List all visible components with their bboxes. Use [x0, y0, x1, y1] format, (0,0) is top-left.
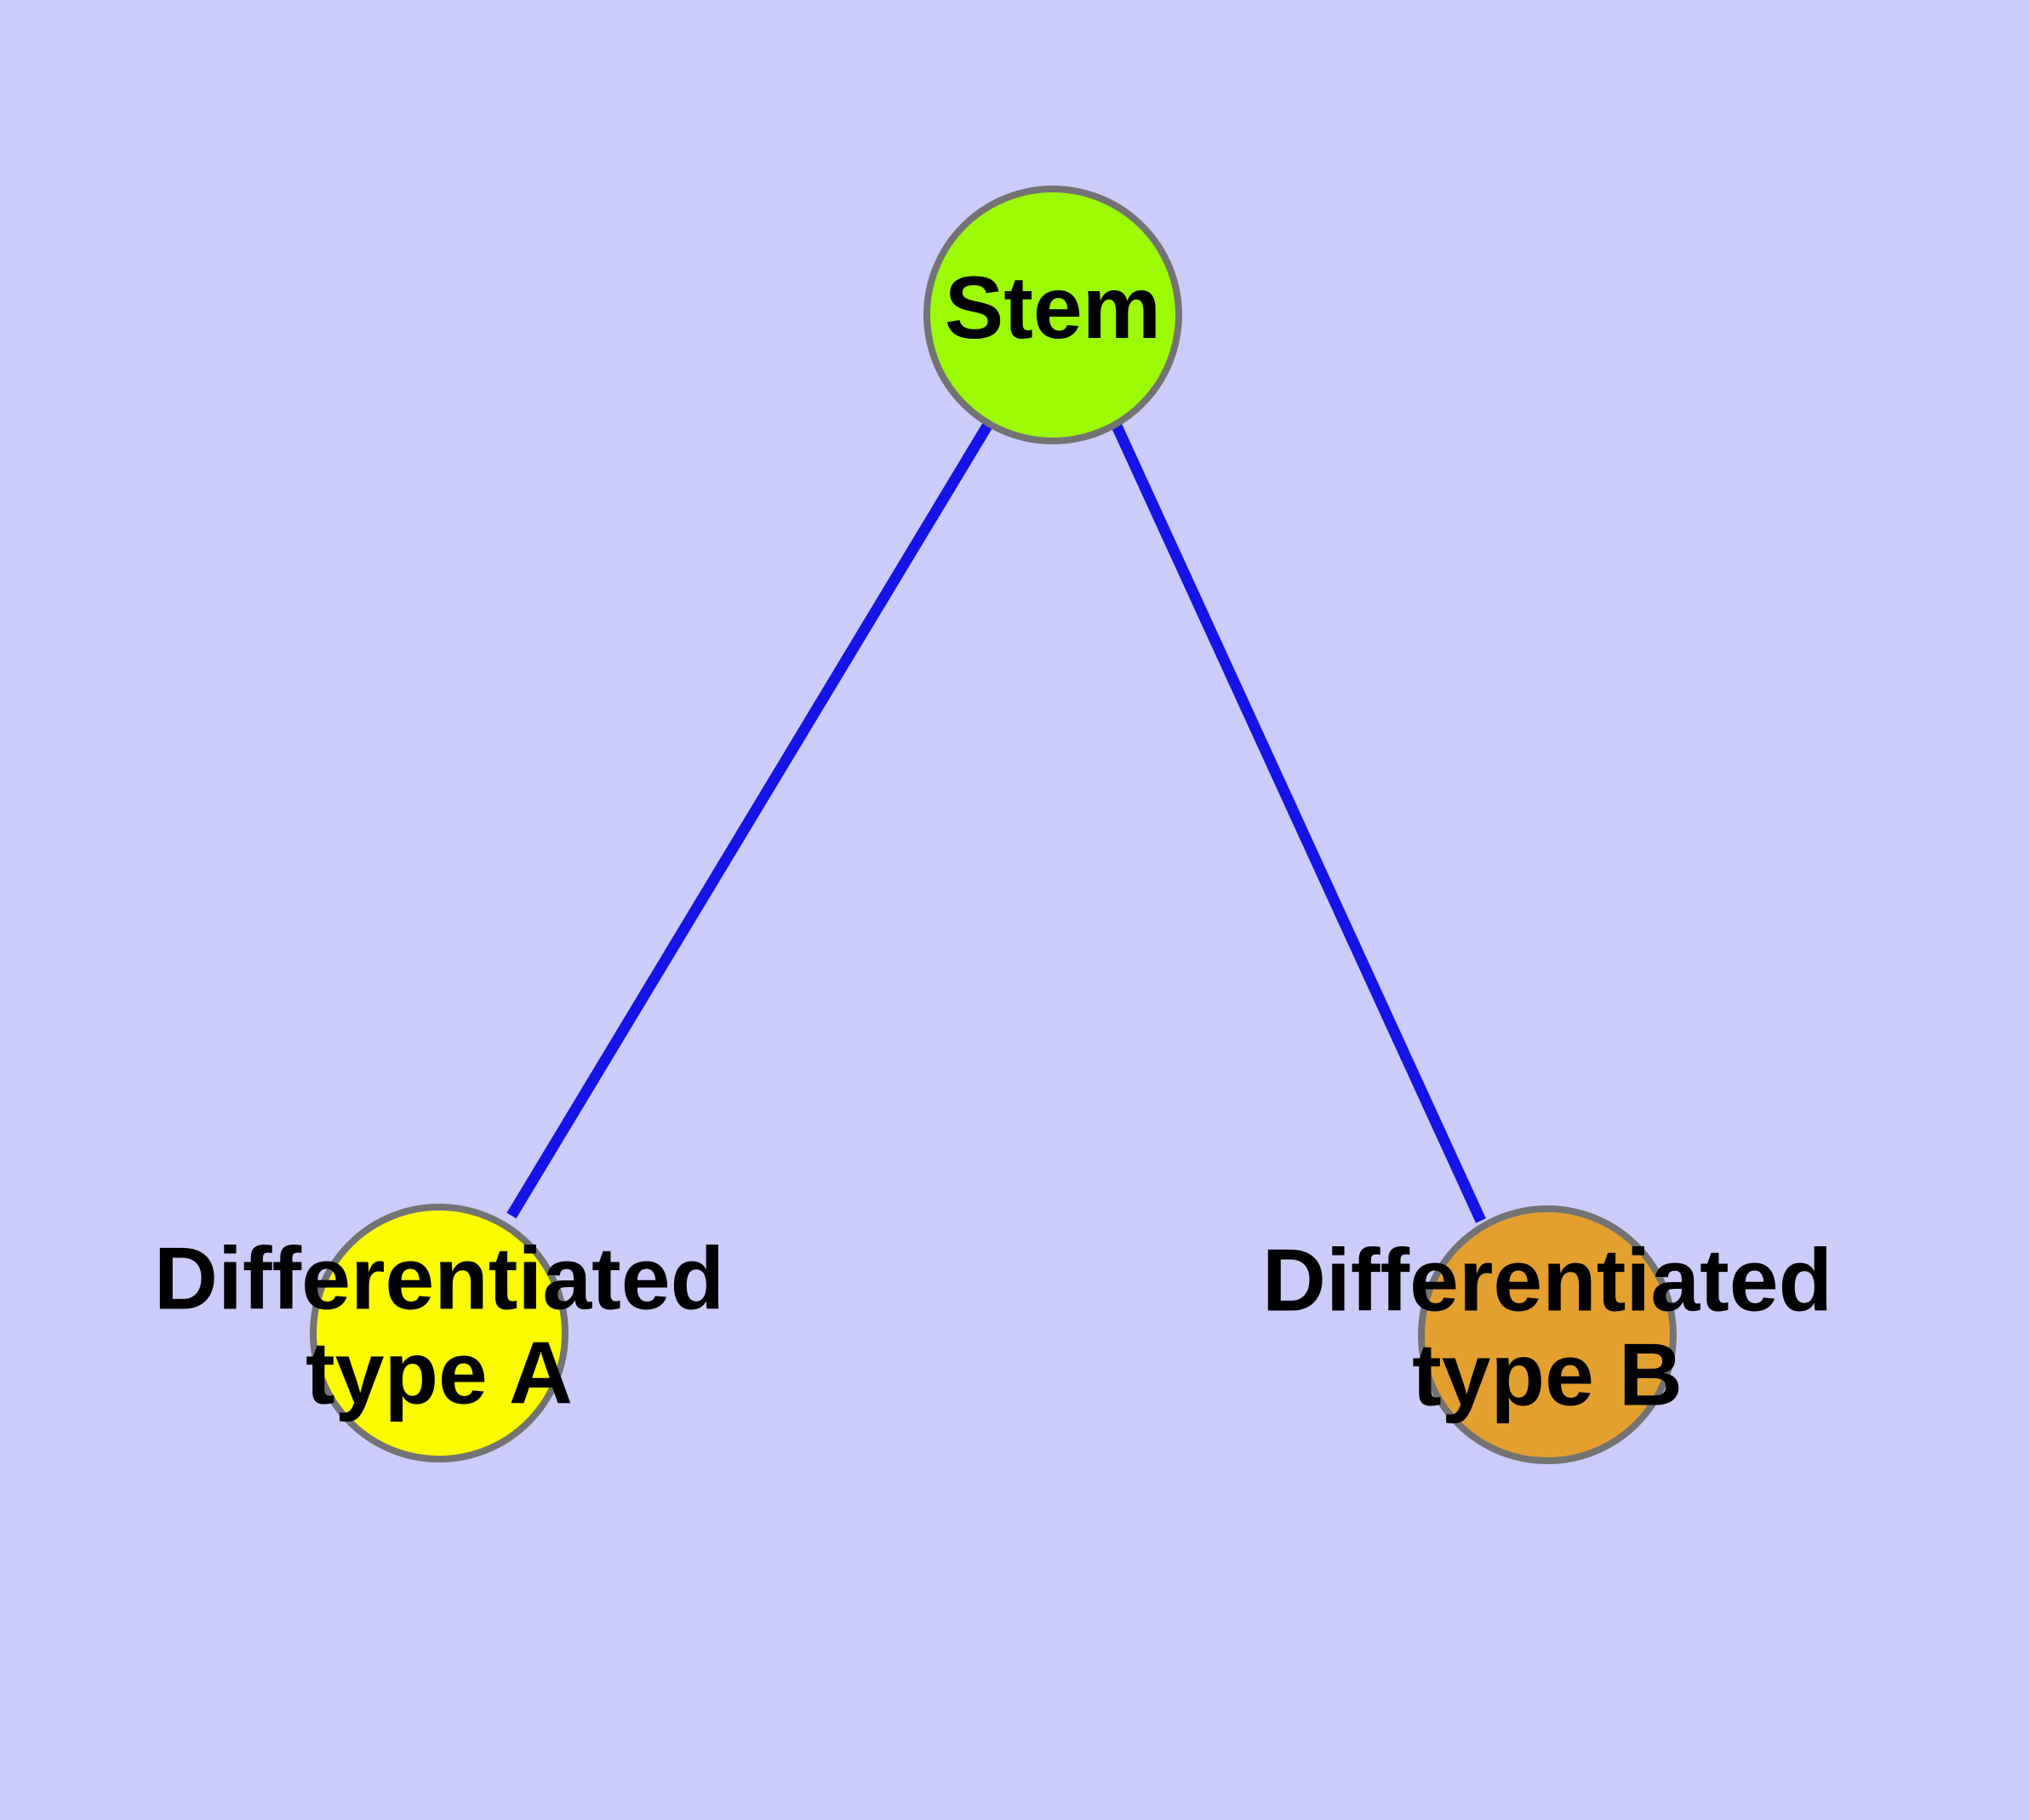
- edge-stem-to-diff-b[interactable]: [1111, 421, 1486, 1223]
- node-circle-diff-b[interactable]: [1418, 1205, 1677, 1464]
- edges-group: [506, 420, 1486, 1223]
- node-stem[interactable]: Stem: [923, 186, 1182, 444]
- edge-stem-to-diff-a[interactable]: [506, 420, 994, 1219]
- node-circle-diff-a[interactable]: [310, 1204, 569, 1462]
- node-label-stem: Stem: [945, 259, 1161, 358]
- node-circle-stem[interactable]: [923, 186, 1182, 444]
